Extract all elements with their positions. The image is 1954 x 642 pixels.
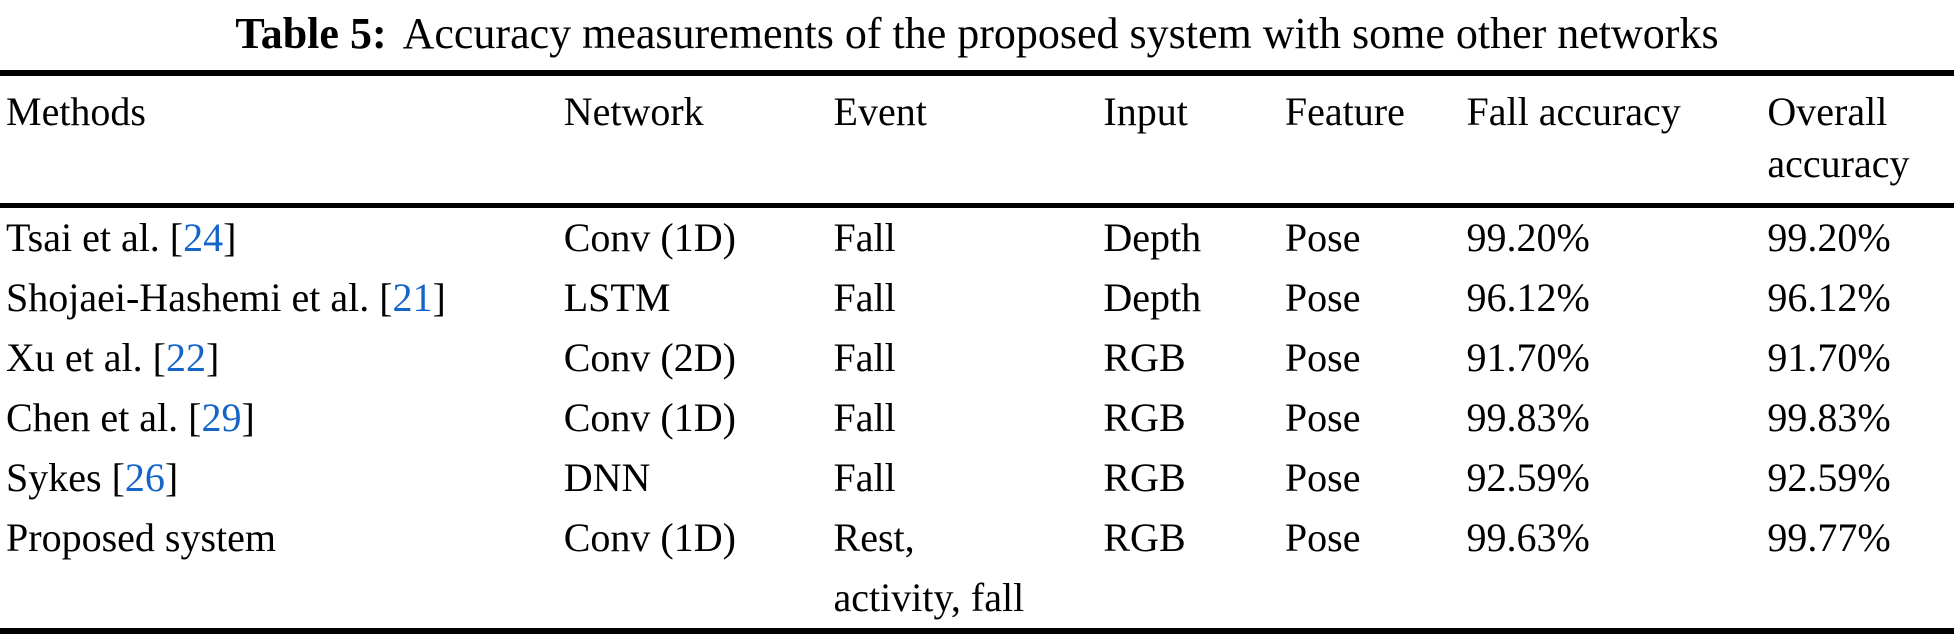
citation-link[interactable]: 22 bbox=[165, 335, 206, 380]
header-overall-accuracy: Overall accuracy bbox=[1767, 73, 1954, 208]
network-cell: Conv (1D) bbox=[563, 515, 736, 560]
header-network: Network bbox=[563, 73, 834, 208]
feature-cell: Pose bbox=[1284, 275, 1361, 320]
input-cell: RGB bbox=[1103, 455, 1186, 500]
fall-accuracy-cell: 99.20% bbox=[1466, 215, 1590, 260]
event-cell: Rest, activity, fall bbox=[833, 515, 1025, 620]
fall-accuracy-cell: 99.83% bbox=[1466, 395, 1590, 440]
table-row: Shojaei-Hashemi et al. [21] LSTM Fall Depth… bbox=[0, 268, 1954, 328]
overall-accuracy-cell: 92.59% bbox=[1767, 455, 1891, 500]
header-event: Event bbox=[833, 73, 1104, 208]
citation-link[interactable]: 21 bbox=[392, 275, 433, 320]
network-cell: Conv (1D) bbox=[563, 395, 736, 440]
table-row: Chen et al. [29] Conv (1D) Fall RGB Pose 99.8… bbox=[0, 388, 1954, 448]
fall-accuracy-cell: 92.59% bbox=[1466, 455, 1590, 500]
method-cell: Tsai et al. [24] bbox=[6, 215, 237, 260]
header-row: Methods Network Event Input Feature Fall… bbox=[0, 73, 1954, 208]
event-cell: Fall bbox=[833, 395, 896, 440]
table-row: Proposed system Conv (1D) Rest, activity, … bbox=[0, 508, 1954, 631]
citation-link[interactable]: 26 bbox=[124, 455, 165, 500]
method-cell: Chen et al. [29] bbox=[6, 395, 255, 440]
overall-accuracy-cell: 99.77% bbox=[1767, 515, 1891, 560]
event-cell: Fall bbox=[833, 215, 896, 260]
header-methods: Methods bbox=[0, 73, 564, 208]
overall-accuracy-cell: 91.70% bbox=[1767, 335, 1891, 380]
input-cell: Depth bbox=[1103, 215, 1202, 260]
results-table: Methods Network Event Input Feature Fall… bbox=[0, 70, 1954, 634]
event-cell: Fall bbox=[833, 335, 896, 380]
event-cell: Fall bbox=[833, 455, 896, 500]
overall-accuracy-cell: 96.12% bbox=[1767, 275, 1891, 320]
table-header: Methods Network Event Input Feature Fall… bbox=[0, 73, 1954, 208]
feature-cell: Pose bbox=[1284, 335, 1361, 380]
method-cell: Shojaei-Hashemi et al. [21] bbox=[6, 275, 446, 320]
table-row: Xu et al. [22] Conv (2D) Fall RGB Pose 91.70%… bbox=[0, 328, 1954, 388]
network-cell: DNN bbox=[563, 455, 651, 500]
fall-accuracy-cell: 91.70% bbox=[1466, 335, 1590, 380]
feature-cell: Pose bbox=[1284, 215, 1361, 260]
input-cell: Depth bbox=[1103, 275, 1202, 320]
overall-accuracy-cell: 99.83% bbox=[1767, 395, 1891, 440]
feature-cell: Pose bbox=[1284, 515, 1361, 560]
table-caption-label: Table 5: bbox=[235, 9, 387, 58]
input-cell: RGB bbox=[1103, 395, 1186, 440]
table-caption: Table 5: Accuracy measurements of the pro… bbox=[0, 0, 1954, 70]
table-row: Sykes [26] DNN Fall RGB Pose 92.59% 92.59% bbox=[0, 448, 1954, 508]
citation-link[interactable]: 29 bbox=[201, 395, 242, 440]
table-caption-text: Accuracy measurements of the proposed sy… bbox=[402, 9, 1719, 58]
header-input: Input bbox=[1103, 73, 1285, 208]
feature-cell: Pose bbox=[1284, 455, 1361, 500]
citation-link[interactable]: 24 bbox=[183, 215, 224, 260]
input-cell: RGB bbox=[1103, 515, 1186, 560]
header-feature: Feature bbox=[1284, 73, 1467, 208]
method-cell: Xu et al. [22] bbox=[6, 335, 220, 380]
event-cell: Fall bbox=[833, 275, 896, 320]
table-row: Tsai et al. [24] Conv (1D) Fall Depth Pose 99… bbox=[0, 206, 1954, 269]
fall-accuracy-cell: 99.63% bbox=[1466, 515, 1590, 560]
overall-accuracy-cell: 99.20% bbox=[1767, 215, 1891, 260]
input-cell: RGB bbox=[1103, 335, 1186, 380]
fall-accuracy-cell: 96.12% bbox=[1466, 275, 1590, 320]
method-cell: Sykes [26] bbox=[6, 455, 179, 500]
network-cell: Conv (1D) bbox=[563, 215, 736, 260]
network-cell: LSTM bbox=[563, 275, 671, 320]
method-cell: Proposed system bbox=[6, 515, 276, 560]
header-fall-accuracy: Fall accuracy bbox=[1466, 73, 1768, 208]
network-cell: Conv (2D) bbox=[563, 335, 736, 380]
feature-cell: Pose bbox=[1284, 395, 1361, 440]
